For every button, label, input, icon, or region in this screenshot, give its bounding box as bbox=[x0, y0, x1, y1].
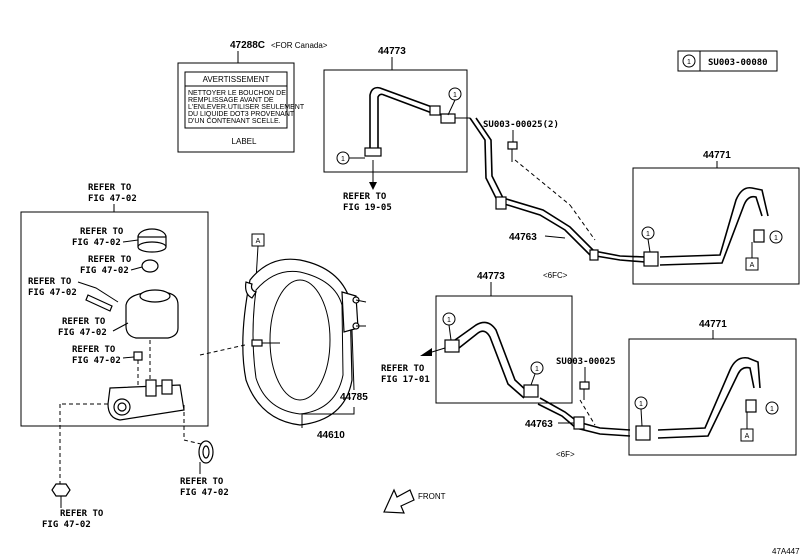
svg-text:REFER TO: REFER TO bbox=[72, 345, 116, 355]
label-line-4: DU LIQUIDE DOT3 PROVENANT bbox=[188, 111, 295, 118]
part-44771-top: 44771 bbox=[703, 150, 731, 161]
master-cylinder-box bbox=[20, 211, 209, 427]
ref-17-01-a: REFER TO bbox=[381, 364, 425, 374]
svg-text:1: 1 bbox=[453, 92, 457, 99]
part-44773-mid: 44773 bbox=[477, 271, 505, 282]
front-arrow-icon bbox=[383, 488, 415, 514]
svg-text:1: 1 bbox=[770, 406, 774, 413]
part-44771-bot: 44771 bbox=[699, 319, 727, 330]
svg-text:REFER TO: REFER TO bbox=[28, 277, 72, 287]
svg-text:FIG 47-02: FIG 47-02 bbox=[28, 288, 77, 298]
warning-label-box bbox=[177, 62, 295, 153]
svg-text:FIG 47-02: FIG 47-02 bbox=[42, 520, 91, 530]
svg-text:REFER TO: REFER TO bbox=[88, 255, 132, 265]
label-caption: LABEL bbox=[232, 137, 257, 146]
svg-text:1: 1 bbox=[447, 317, 451, 324]
svg-text:A: A bbox=[256, 238, 261, 245]
svg-text:REFER TO: REFER TO bbox=[180, 477, 224, 487]
label-line-2: REMPLISSAGE AVANT DE bbox=[188, 97, 274, 104]
box-44773-mid bbox=[435, 295, 573, 404]
svg-text:FIG 47-02: FIG 47-02 bbox=[180, 488, 229, 498]
svg-text:A: A bbox=[745, 433, 750, 440]
ref-top-left-b: FIG 47-02 bbox=[88, 194, 137, 204]
marker-circle bbox=[765, 401, 779, 415]
svg-text:REFER TO: REFER TO bbox=[80, 227, 124, 237]
ref-top-left-a: REFER TO bbox=[88, 183, 132, 193]
label-line-5: D'UN CONTENANT SCELLE. bbox=[188, 118, 281, 125]
svg-text:FIG 47-02: FIG 47-02 bbox=[72, 356, 121, 366]
ref-19-05-b: FIG 19-05 bbox=[343, 203, 392, 213]
svg-text:1: 1 bbox=[646, 231, 650, 238]
diagram-id: 47A447 bbox=[772, 547, 800, 556]
svg-text:REFER TO: REFER TO bbox=[60, 509, 104, 519]
svg-text:1: 1 bbox=[341, 156, 345, 163]
label-line-1: NETTOYER LE BOUCHON DE bbox=[188, 90, 286, 97]
variant-top: <6FC> bbox=[543, 271, 568, 280]
svg-text:1: 1 bbox=[774, 235, 778, 242]
su-bottom: SU003-00025 bbox=[556, 357, 616, 367]
variant-bottom: <6F> bbox=[556, 450, 575, 459]
legend-circle-icon bbox=[682, 54, 696, 68]
svg-text:FIG 47-02: FIG 47-02 bbox=[80, 266, 129, 276]
part-44610: 44610 bbox=[317, 430, 345, 441]
su-top: SU003-00025(2) bbox=[483, 120, 559, 130]
svg-text:1: 1 bbox=[687, 59, 691, 66]
marker-circle bbox=[769, 230, 783, 244]
ref-19-05-a: REFER TO bbox=[343, 192, 387, 202]
label-part-number: 47288C bbox=[230, 40, 265, 51]
box-44771-top bbox=[632, 167, 800, 285]
legend-box bbox=[677, 50, 778, 72]
label-heading: AVERTISSEMENT bbox=[203, 75, 270, 84]
label-note: <FOR Canada> bbox=[271, 41, 328, 50]
svg-text:1: 1 bbox=[639, 401, 643, 408]
part-44763-top: 44763 bbox=[509, 232, 537, 243]
svg-text:FIG 47-02: FIG 47-02 bbox=[72, 238, 121, 248]
label-line-3: L'ENLEVER.UTILISER SEULEMENT bbox=[188, 104, 305, 111]
ref-17-01-b: FIG 17-01 bbox=[381, 375, 430, 385]
box-44771-bot bbox=[628, 338, 797, 456]
box-44773-top bbox=[323, 69, 468, 173]
svg-text:FIG 47-02: FIG 47-02 bbox=[58, 328, 107, 338]
marker-circle bbox=[530, 361, 544, 375]
part-44773-top: 44773 bbox=[378, 46, 406, 57]
svg-text:REFER TO: REFER TO bbox=[62, 317, 106, 327]
part-44785: 44785 bbox=[340, 392, 368, 403]
svg-text:A: A bbox=[750, 262, 755, 269]
svg-text:1: 1 bbox=[535, 366, 539, 373]
legend-code: SU003-00080 bbox=[708, 58, 768, 68]
front-label: FRONT bbox=[418, 492, 446, 501]
part-44763-bot: 44763 bbox=[525, 419, 553, 430]
brake-booster bbox=[242, 258, 353, 426]
